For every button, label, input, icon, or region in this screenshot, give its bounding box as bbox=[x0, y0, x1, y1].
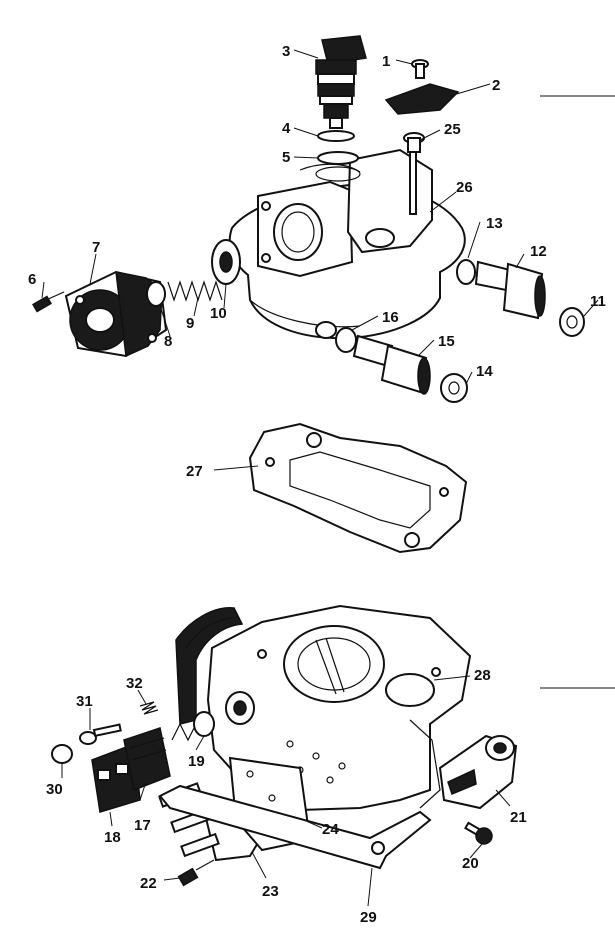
long-bolt bbox=[403, 132, 425, 215]
idle-stepper-motor bbox=[64, 270, 168, 358]
callout-26: 26 bbox=[456, 179, 473, 196]
sealing-washer-11 bbox=[559, 307, 585, 337]
valve-disc bbox=[211, 239, 241, 285]
callout-5: 5 bbox=[282, 149, 290, 166]
spring-32 bbox=[139, 701, 159, 715]
callout-11: 11 bbox=[590, 293, 606, 310]
callout-labels: 1 2 3 4 5 6 7 8 9 10 11 12 13 14 15 16 1… bbox=[28, 43, 606, 926]
callout-21: 21 bbox=[510, 809, 527, 826]
callout-1: 1 bbox=[382, 53, 390, 70]
callout-4: 4 bbox=[282, 120, 291, 137]
bolt-31 bbox=[79, 723, 122, 745]
callout-17: 17 bbox=[134, 817, 151, 834]
callout-9: 9 bbox=[186, 315, 194, 332]
motor-screw bbox=[32, 291, 65, 313]
throttle-lever bbox=[438, 734, 518, 810]
callout-16: 16 bbox=[382, 309, 399, 326]
o-ring-upper bbox=[317, 130, 355, 142]
washer bbox=[146, 281, 166, 307]
callout-8: 8 bbox=[164, 333, 172, 350]
sealing-washer-13 bbox=[456, 259, 476, 285]
callout-15: 15 bbox=[438, 333, 455, 350]
callout-29: 29 bbox=[360, 909, 377, 926]
callout-10: 10 bbox=[210, 305, 227, 322]
callout-28: 28 bbox=[474, 667, 491, 684]
callout-30: 30 bbox=[46, 781, 63, 798]
sealing-washer-14 bbox=[440, 373, 468, 403]
callout-23: 23 bbox=[262, 883, 279, 900]
upper-throttle-body bbox=[228, 148, 466, 340]
leader-lines bbox=[41, 49, 615, 907]
sensor-body bbox=[123, 727, 171, 792]
callout-6: 6 bbox=[28, 271, 36, 288]
sleeve-19 bbox=[171, 711, 215, 742]
callout-31: 31 bbox=[76, 693, 93, 710]
lower-throttle-body bbox=[206, 604, 472, 812]
callout-18: 18 bbox=[104, 829, 121, 846]
sensor-arc-gasket bbox=[175, 607, 244, 725]
callout-7: 7 bbox=[92, 239, 100, 256]
bolt-22 bbox=[177, 859, 215, 887]
spring bbox=[167, 280, 223, 302]
callout-2: 2 bbox=[492, 77, 500, 94]
sealing-washer-16 bbox=[335, 327, 357, 353]
clamp-plate bbox=[384, 83, 460, 115]
screw-20 bbox=[464, 821, 493, 845]
clip-ring bbox=[51, 744, 73, 764]
callout-3: 3 bbox=[282, 43, 290, 60]
callout-13: 13 bbox=[486, 215, 503, 232]
screw bbox=[411, 59, 429, 79]
callout-27: 27 bbox=[186, 463, 203, 480]
callout-25: 25 bbox=[444, 121, 461, 138]
callout-22: 22 bbox=[140, 875, 157, 892]
callout-20: 20 bbox=[462, 855, 479, 872]
o-ring-lower bbox=[317, 151, 359, 165]
gasket-29 bbox=[158, 784, 432, 870]
fuel-fitting-12 bbox=[474, 260, 546, 320]
callout-19: 19 bbox=[188, 753, 205, 770]
callout-24: 24 bbox=[322, 821, 339, 838]
fuel-fitting-15 bbox=[352, 334, 431, 395]
fuel-injector bbox=[315, 35, 367, 129]
callout-12: 12 bbox=[530, 243, 547, 260]
callout-14: 14 bbox=[476, 363, 493, 380]
gasket-27 bbox=[248, 422, 468, 554]
callout-32: 32 bbox=[126, 675, 143, 692]
